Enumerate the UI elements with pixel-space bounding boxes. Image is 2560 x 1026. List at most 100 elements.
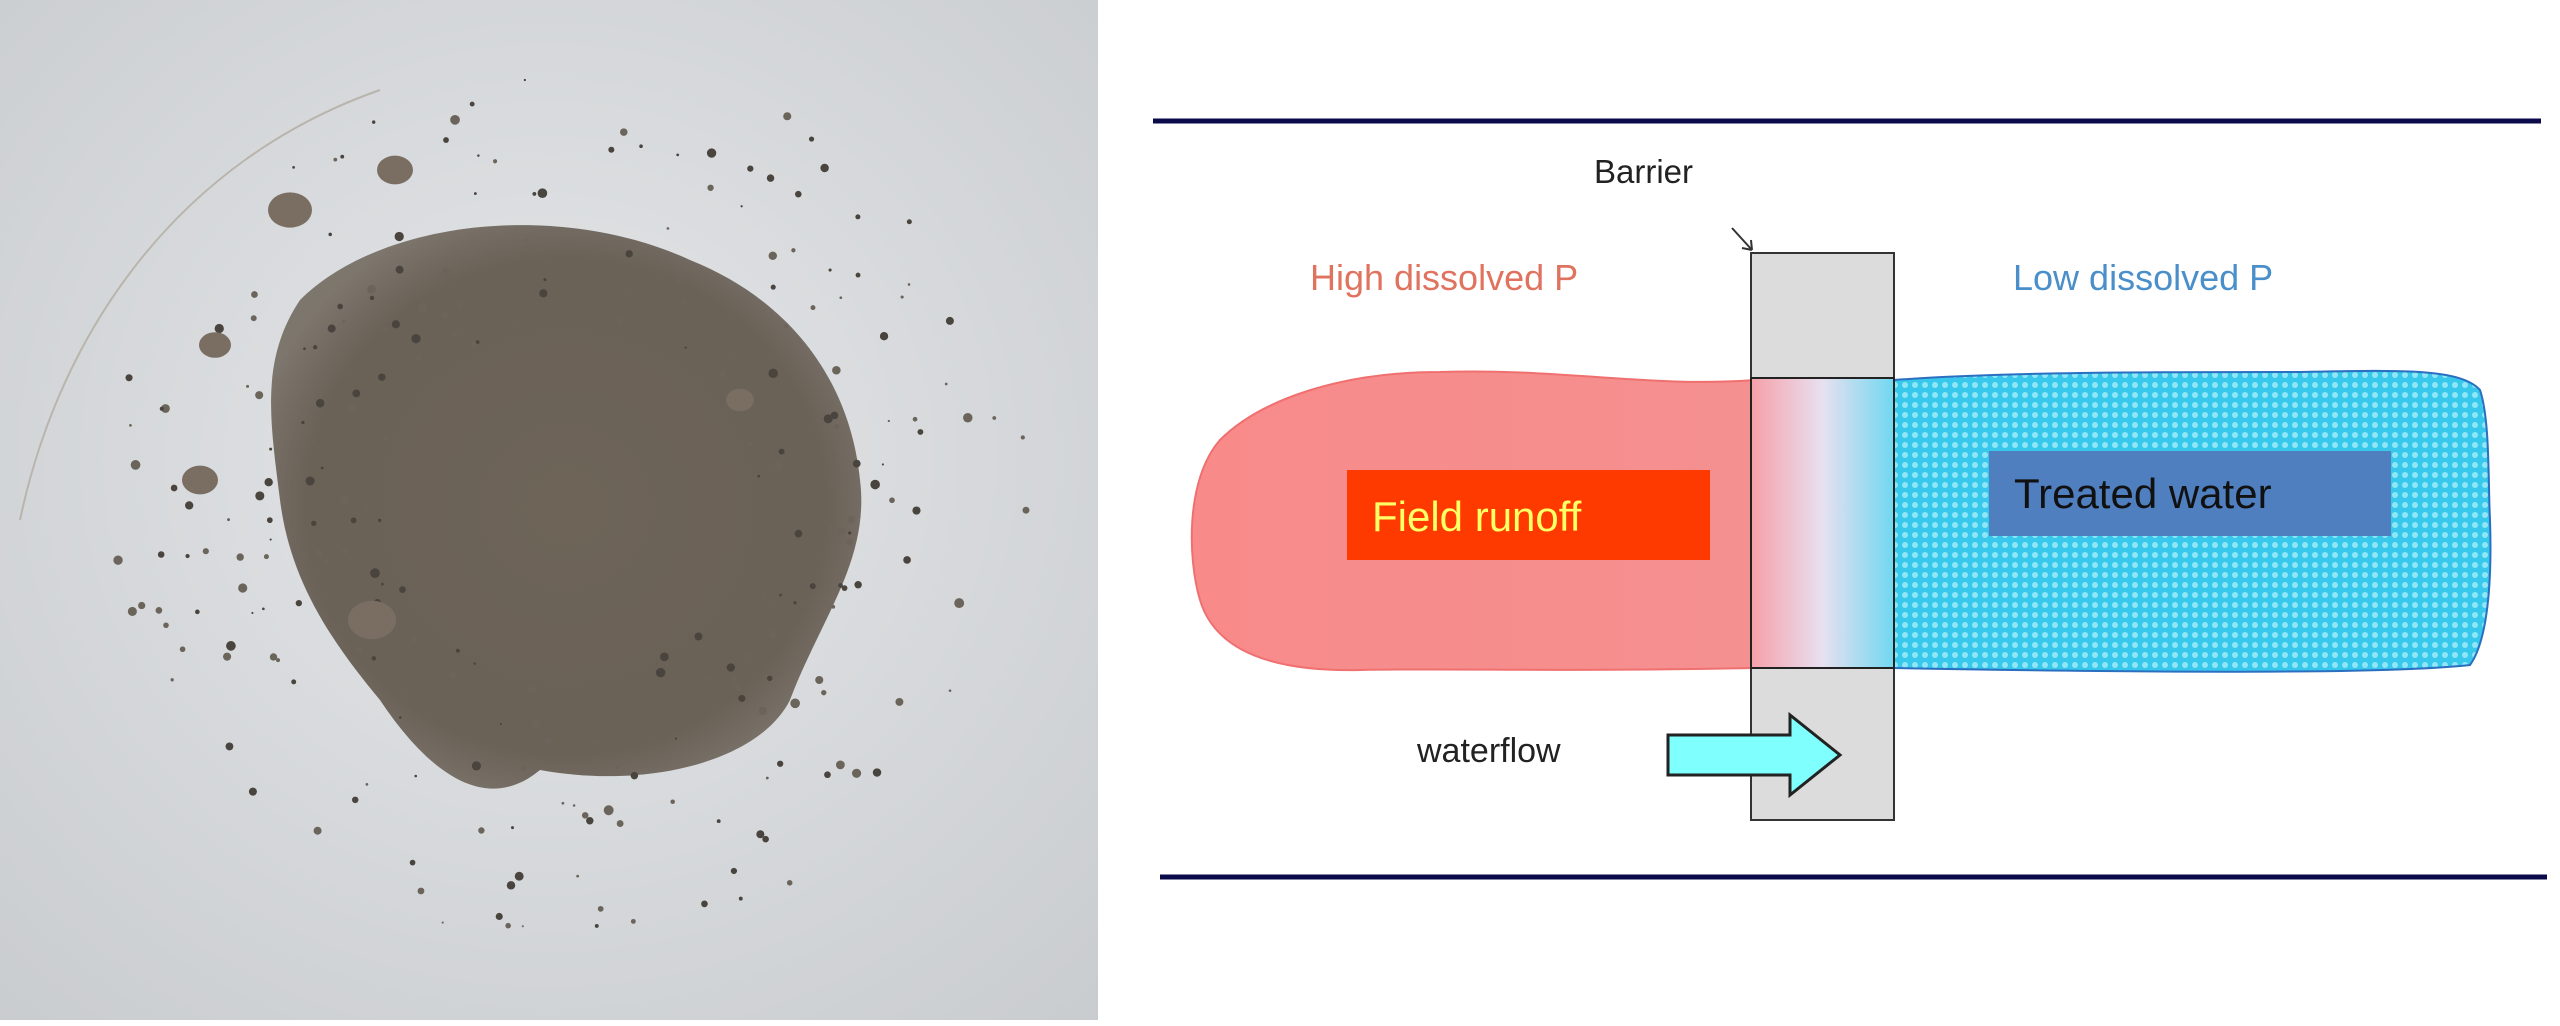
soil-speck: [944, 382, 948, 386]
soil-speck: [828, 268, 832, 272]
soil-speck: [767, 675, 773, 682]
soil-speck: [470, 341, 477, 348]
soil-speck: [269, 653, 278, 661]
soil-speck: [333, 157, 338, 162]
soil-speck: [732, 353, 736, 357]
soil-speck: [410, 636, 418, 643]
soil-speck: [895, 697, 904, 706]
soil-speck: [576, 874, 580, 878]
soil-speck: [948, 689, 952, 692]
soil-speck: [367, 284, 376, 294]
soil-speck: [127, 606, 137, 616]
soil-speck: [170, 678, 174, 682]
soil-speck: [350, 517, 357, 524]
soil-speck: [398, 716, 402, 719]
soil-speck: [493, 159, 498, 164]
soil-speck: [823, 519, 827, 523]
soil-speck: [311, 520, 317, 527]
soil-speck: [347, 403, 356, 413]
soil-pebble: [377, 155, 413, 185]
soil-speck: [774, 460, 783, 470]
soil-speck: [414, 774, 418, 778]
soil-speck: [731, 676, 738, 683]
soil-speck: [473, 192, 477, 195]
soil-speck: [370, 568, 380, 579]
soil-speck: [214, 323, 224, 334]
soil-speck: [903, 556, 911, 564]
soil-speck: [251, 611, 254, 615]
soil-speck: [477, 154, 480, 157]
soil-speck: [777, 760, 784, 767]
soil-speck: [339, 494, 350, 504]
soil-speck: [391, 320, 400, 329]
soil-speck: [371, 120, 376, 124]
soil-pebble: [726, 388, 754, 412]
soil-speck: [328, 232, 332, 237]
soil-speck: [449, 671, 458, 679]
soil-speck: [740, 205, 743, 208]
soil-pile: [271, 225, 862, 789]
soil-pebble: [348, 600, 396, 640]
soil-speck: [528, 684, 537, 693]
soil-pebble: [268, 192, 312, 228]
soil-speck: [808, 136, 815, 142]
soil-speck: [620, 128, 628, 136]
soil-speck: [460, 348, 464, 351]
barrier-diagram: Barrier High dissolved P Low dissolved P…: [1153, 118, 2547, 880]
soil-speck: [615, 765, 620, 770]
soil-speck: [113, 555, 123, 565]
soil-speck: [450, 114, 460, 125]
soil-speck: [572, 804, 576, 807]
soil-speck: [779, 593, 782, 597]
soil-speck: [315, 399, 325, 408]
soil-speck: [616, 820, 624, 827]
soil-speck: [402, 350, 405, 354]
soil-speck: [701, 900, 708, 908]
soil-speck: [309, 439, 315, 445]
soil-speck: [594, 923, 599, 928]
soil-speck: [505, 922, 511, 929]
soil-speck: [537, 188, 548, 199]
soil-speck: [597, 905, 604, 912]
soil-speck: [738, 694, 746, 702]
soil-speck: [514, 322, 518, 326]
soil-speck: [403, 686, 408, 691]
soil-speck: [383, 435, 389, 440]
soil-speck: [706, 148, 717, 158]
field-runoff-box: [1347, 470, 1710, 560]
soil-speck: [707, 184, 714, 191]
soil-speck: [381, 326, 388, 332]
soil-speck: [855, 272, 861, 278]
soil-speck: [509, 702, 513, 706]
soil-speck: [441, 921, 444, 924]
soil-speck: [292, 166, 295, 169]
soil-speck: [340, 154, 345, 159]
soil-speck: [236, 553, 244, 561]
soil-speck: [676, 153, 680, 157]
soil-speck: [912, 416, 918, 422]
soil-speck: [768, 630, 777, 639]
soil-speck: [821, 689, 827, 696]
soil-speck: [246, 384, 250, 388]
soil-speck: [758, 706, 767, 716]
soil-speck: [514, 871, 524, 881]
soil-speck: [378, 373, 386, 381]
soil-speck: [510, 826, 515, 830]
soil-speck: [791, 248, 796, 253]
soil-speck: [945, 316, 954, 325]
soil-speck: [846, 538, 853, 546]
soil-speck: [617, 317, 624, 323]
soil-speck: [630, 771, 639, 780]
soil-speck: [125, 374, 133, 382]
soil-speck: [682, 299, 688, 305]
soil-speck: [726, 663, 735, 672]
soil-speck: [912, 506, 921, 515]
soil-speck: [747, 165, 754, 172]
soil-speck: [202, 548, 209, 555]
high-dissolved-label: High dissolved P: [1310, 257, 1578, 298]
soil-speck: [313, 345, 318, 350]
soil-speck: [170, 484, 178, 492]
soil-speck: [157, 551, 165, 558]
soil-speck: [694, 632, 703, 641]
soil-speck: [469, 101, 475, 107]
